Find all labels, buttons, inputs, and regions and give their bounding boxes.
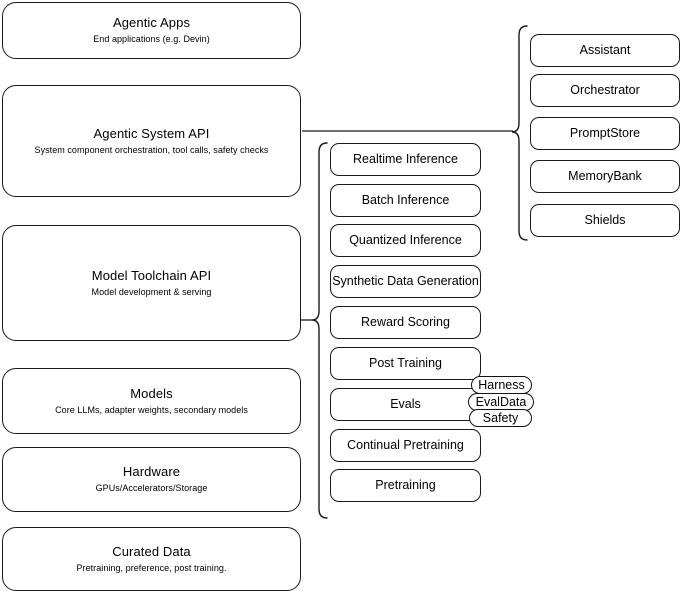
layer-box-agentic-apps[interactable]: Agentic Apps End applications (e.g. Devi…: [2, 2, 301, 59]
toolchain-label: Evals: [390, 397, 421, 411]
toolchain-box-realtime-inference[interactable]: Realtime Inference: [330, 143, 481, 176]
toolchain-label: Realtime Inference: [353, 152, 458, 166]
system-box-memorybank[interactable]: MemoryBank: [530, 160, 680, 193]
toolchain-box-evals[interactable]: Evals: [330, 388, 481, 421]
toolchain-label: Continual Pretraining: [347, 438, 464, 452]
system-label: MemoryBank: [568, 169, 642, 183]
layer-subtitle: Core LLMs, adapter weights, secondary mo…: [55, 404, 248, 415]
layer-subtitle: Pretraining, preference, post training.: [76, 562, 227, 573]
layer-subtitle: GPUs/Accelerators/Storage: [95, 483, 208, 493]
toolchain-box-batch-inference[interactable]: Batch Inference: [330, 184, 481, 217]
layer-subtitle: End applications (e.g. Devin): [93, 34, 210, 44]
system-label: PromptStore: [569, 126, 641, 140]
layer-box-model-toolchain-api[interactable]: Model Toolchain API Model development & …: [2, 225, 301, 341]
system-label: Assistant: [579, 43, 631, 57]
toolchain-label: Quantized Inference: [349, 233, 462, 247]
toolchain-label: Post Training: [369, 356, 442, 370]
layer-title: Agentic System API: [93, 125, 210, 141]
toolchain-box-reward-scoring[interactable]: Reward Scoring: [330, 306, 481, 339]
toolchain-label: Reward Scoring: [361, 315, 450, 329]
layer-box-hardware[interactable]: Hardware GPUs/Accelerators/Storage: [2, 447, 301, 512]
toolchain-box-pretraining[interactable]: Pretraining: [330, 469, 481, 502]
layer-subtitle: Model development & serving: [91, 286, 212, 297]
toolchain-label: Synthetic Data Generation: [332, 274, 479, 288]
layer-box-agentic-system-api[interactable]: Agentic System API System component orch…: [2, 85, 301, 197]
system-box-shields[interactable]: Shields: [530, 204, 680, 237]
eval-badge-label: Harness: [478, 378, 525, 392]
system-box-promptstore[interactable]: PromptStore: [530, 117, 680, 150]
layer-box-models[interactable]: Models Core LLMs, adapter weights, secon…: [2, 368, 301, 434]
system-label: Shields: [584, 213, 626, 227]
layer-title: Agentic Apps: [112, 15, 191, 30]
system-label: Orchestrator: [570, 83, 640, 97]
eval-badge-safety[interactable]: Safety: [469, 409, 532, 427]
toolchain-box-quantized-inference[interactable]: Quantized Inference: [330, 224, 481, 257]
toolchain-box-synthetic-data-generation[interactable]: Synthetic Data Generation: [330, 265, 481, 298]
layer-title: Hardware: [122, 464, 181, 479]
layer-box-curated-data[interactable]: Curated Data Pretraining, preference, po…: [2, 527, 301, 591]
toolchain-label: Batch Inference: [361, 193, 450, 207]
layer-subtitle: System component orchestration, tool cal…: [34, 144, 269, 155]
eval-badge-harness[interactable]: Harness: [471, 376, 532, 394]
layer-title: Models: [130, 385, 173, 401]
system-box-orchestrator[interactable]: Orchestrator: [530, 74, 680, 107]
eval-badge-label: Safety: [482, 411, 519, 425]
eval-badge-label: EvalData: [475, 395, 527, 409]
layer-title: Curated Data: [112, 543, 191, 559]
system-box-assistant[interactable]: Assistant: [530, 34, 680, 67]
toolchain-box-continual-pretraining[interactable]: Continual Pretraining: [330, 429, 481, 462]
toolchain-label: Pretraining: [375, 478, 436, 492]
toolchain-box-post-training[interactable]: Post Training: [330, 347, 481, 380]
layer-title: Model Toolchain API: [91, 267, 212, 283]
